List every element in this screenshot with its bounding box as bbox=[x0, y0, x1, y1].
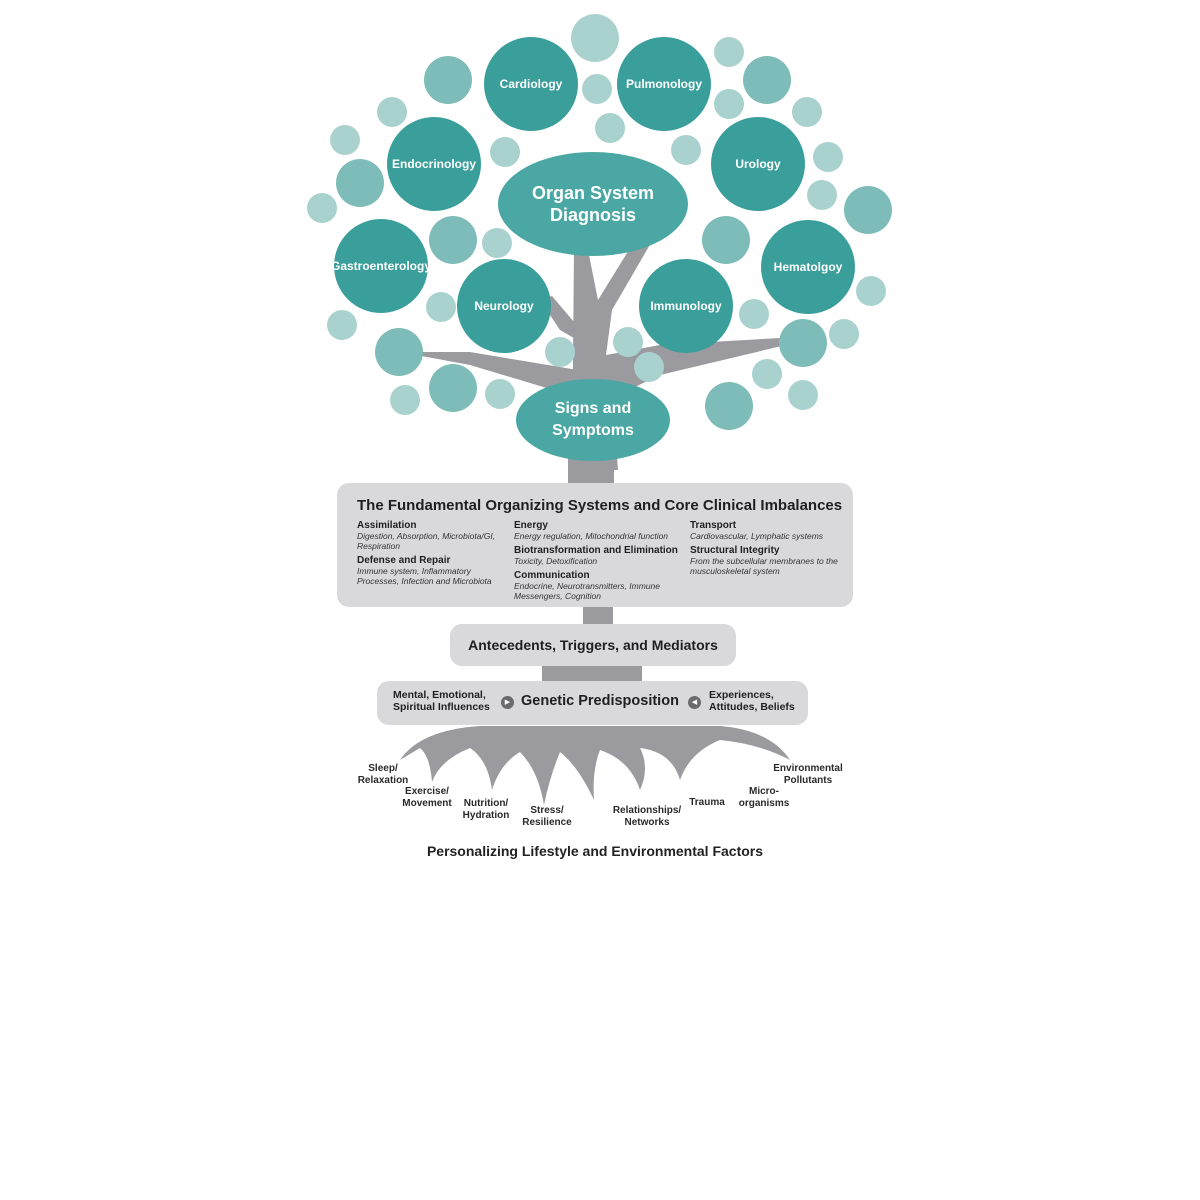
fundamental-item-detail: Toxicity, Detoxification bbox=[514, 556, 598, 566]
genetic-predisposition-label: Genetic Predisposition bbox=[521, 693, 679, 709]
decorative-bubble bbox=[743, 56, 791, 104]
decorative-bubble bbox=[792, 97, 822, 127]
root-label: Nutrition/ Hydration bbox=[462, 798, 510, 821]
decorative-bubble bbox=[739, 299, 769, 329]
decorative-bubble bbox=[375, 328, 423, 376]
decorative-bubble bbox=[844, 186, 892, 234]
decorative-bubble bbox=[327, 310, 357, 340]
fundamental-item-heading: Biotransformation and Elimination bbox=[514, 545, 678, 556]
decorative-bubble bbox=[813, 142, 843, 172]
root-label: Trauma bbox=[689, 797, 725, 808]
organ-node-urology[interactable]: Urology bbox=[711, 117, 805, 211]
decorative-bubble bbox=[429, 216, 477, 264]
fundamental-item-heading: Assimilation bbox=[357, 520, 417, 531]
organ-node-neurology[interactable]: Neurology bbox=[457, 259, 551, 353]
root-label: Stress/ Resilience bbox=[522, 805, 572, 828]
decorative-bubble bbox=[429, 364, 477, 412]
decorative-bubble bbox=[424, 56, 472, 104]
root-label: Relationships/ Networks bbox=[612, 805, 682, 828]
fundamental-item-heading: Defense and Repair bbox=[357, 555, 451, 566]
decorative-bubble bbox=[377, 97, 407, 127]
decorative-bubble bbox=[752, 359, 782, 389]
decorative-bubble bbox=[829, 319, 859, 349]
fundamental-item-detail: Cardiovascular, Lymphatic systems bbox=[690, 531, 824, 541]
decorative-bubble bbox=[714, 37, 744, 67]
decorative-bubble bbox=[571, 14, 619, 62]
decorative-bubble bbox=[613, 327, 643, 357]
arrow-right-icon: ▶ bbox=[501, 696, 514, 709]
organ-node-pulmonology[interactable]: Pulmonology bbox=[617, 37, 711, 131]
antecedents-label: Antecedents, Triggers, and Mediators bbox=[468, 637, 718, 653]
footer-caption: Personalizing Lifestyle and Environmenta… bbox=[426, 843, 764, 859]
experiences-attitudes-label: Experiences, Attitudes, Beliefs bbox=[709, 689, 795, 713]
arrow-left-icon: ◀ bbox=[688, 696, 701, 709]
decorative-bubble bbox=[702, 216, 750, 264]
decorative-bubble bbox=[807, 180, 837, 210]
fundamental-systems-title: The Fundamental Organizing Systems and C… bbox=[357, 497, 843, 514]
decorative-bubble bbox=[426, 292, 456, 322]
mental-emotional-label: Mental, Emotional, Spiritual Influences bbox=[393, 689, 490, 713]
fundamental-item-detail: Digestion, Absorption, Microbiota/GI, Re… bbox=[357, 531, 496, 551]
organ-system-diagnosis-node[interactable]: Organ System Diagnosis bbox=[498, 152, 688, 256]
organ-node-immunology[interactable]: Immunology bbox=[639, 259, 733, 353]
genetic-predisposition-panel: Mental, Emotional, Spiritual Influences … bbox=[377, 681, 808, 725]
decorative-bubble bbox=[485, 379, 515, 409]
root-label: Sleep/ Relaxation bbox=[357, 763, 409, 786]
fundamental-item-heading: Transport bbox=[690, 520, 737, 531]
decorative-bubble bbox=[714, 89, 744, 119]
fundamental-item-heading: Energy bbox=[514, 520, 548, 531]
decorative-bubble bbox=[336, 159, 384, 207]
decorative-bubble bbox=[307, 193, 337, 223]
decorative-bubble bbox=[390, 385, 420, 415]
organ-node-endocrinology[interactable]: Endocrinology bbox=[387, 117, 481, 211]
decorative-bubble bbox=[671, 135, 701, 165]
decorative-bubble bbox=[856, 276, 886, 306]
organ-node-gastroenterology[interactable]: Gastroenterology bbox=[331, 219, 431, 313]
decorative-bubble bbox=[545, 337, 575, 367]
fundamental-item-detail: Energy regulation, Mitochondrial functio… bbox=[514, 531, 669, 541]
fundamental-item-detail: From the subcellular membranes to the mu… bbox=[690, 556, 838, 576]
fundamental-item-heading: Communication bbox=[514, 570, 590, 581]
fundamental-systems-panel: The Fundamental Organizing Systems and C… bbox=[337, 483, 853, 607]
decorative-bubble bbox=[482, 228, 512, 258]
decorative-bubble bbox=[705, 382, 753, 430]
antecedents-panel: Antecedents, Triggers, and Mediators bbox=[450, 624, 736, 666]
organ-node-hematolgoy[interactable]: Hematolgoy bbox=[761, 220, 855, 314]
fundamental-item-detail: Endocrine, Neurotransmitters, Immune Mes… bbox=[514, 581, 660, 601]
signs-and-symptoms-node[interactable]: Signs and Symptoms bbox=[516, 379, 670, 461]
decorative-bubble bbox=[779, 319, 827, 367]
root-label: Micro- organisms bbox=[738, 786, 790, 809]
root-label: Environmental Pollutants bbox=[773, 763, 843, 786]
decorative-bubble bbox=[634, 352, 664, 382]
decorative-bubble bbox=[330, 125, 360, 155]
decorative-bubble bbox=[582, 74, 612, 104]
fundamental-item-detail: Immune system, Inflammatory Processes, I… bbox=[357, 566, 492, 586]
root-label: Exercise/ Movement bbox=[402, 786, 452, 809]
organ-node-cardiology[interactable]: Cardiology bbox=[484, 37, 578, 131]
fundamental-item-heading: Structural Integrity bbox=[690, 545, 780, 556]
decorative-bubble bbox=[788, 380, 818, 410]
decorative-bubble bbox=[490, 137, 520, 167]
decorative-bubble bbox=[595, 113, 625, 143]
